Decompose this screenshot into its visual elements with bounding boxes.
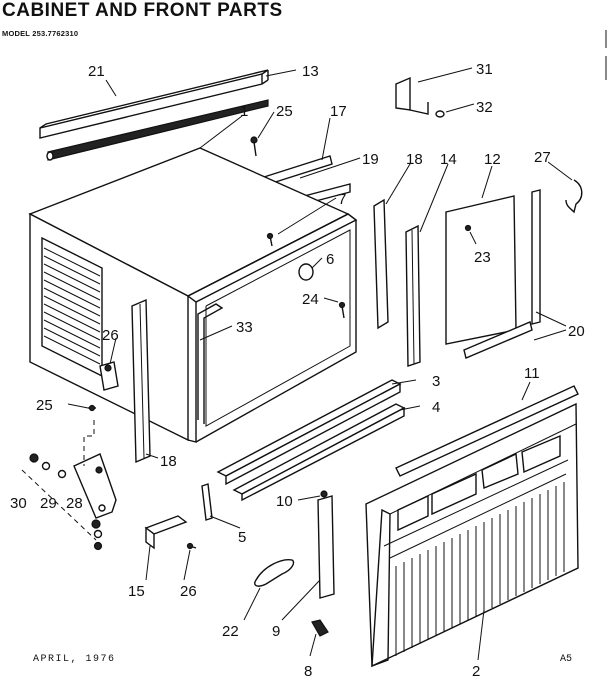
part-14-center-rail (405, 224, 421, 367)
part-9-control-panel (317, 495, 335, 599)
part-18-left-rail (131, 298, 151, 464)
callout-30: 30 (10, 495, 27, 512)
part-25-top-screw (250, 136, 258, 157)
part-28-side-bracket (73, 453, 117, 519)
callout-18-left: 18 (160, 453, 177, 470)
grille-louvers (395, 482, 565, 656)
part-24-screw (338, 301, 346, 319)
callout-1: 1 (240, 103, 248, 120)
callout-29: 29 (40, 495, 57, 512)
part-26-bracket-screw (99, 361, 119, 391)
callout-25-top: 25 (276, 103, 293, 120)
part-7-screw (266, 232, 274, 247)
part-20-angle-strip (463, 189, 541, 359)
part-4-louver-slide (232, 403, 406, 502)
part-6-grommet (298, 263, 314, 281)
callout-5: 5 (238, 529, 246, 546)
callout-4: 4 (432, 399, 440, 416)
callout-7: 7 (338, 191, 346, 208)
part-13-seal-strip (46, 99, 269, 161)
callout-28: 28 (66, 495, 83, 512)
callout-19: 19 (362, 151, 379, 168)
part-11-front-seal (395, 385, 579, 477)
part-10-pin (320, 490, 328, 498)
page-title: CABINET AND FRONT PARTS (2, 0, 283, 21)
part-2-front-grille (365, 402, 579, 668)
callout-23: 23 (474, 249, 491, 266)
callout-13: 13 (302, 63, 319, 80)
part-21-top-strip (39, 69, 269, 139)
footer-date: APRIL, 1976 (33, 654, 116, 665)
callout-26-lower: 26 (180, 583, 197, 600)
callout-3: 3 (432, 373, 440, 390)
callout-32: 32 (476, 99, 493, 116)
callout-26-left: 26 (102, 327, 119, 344)
leader-lines (67, 67, 573, 661)
callout-labels: 21 13 1 25 17 19 18 14 12 27 31 32 7 6 2… (10, 61, 585, 680)
callout-31: 31 (476, 61, 493, 78)
part-26-lower-screw (186, 542, 197, 550)
callout-12: 12 (484, 151, 501, 168)
callout-2: 2 (472, 663, 480, 680)
callout-24: 24 (302, 291, 319, 308)
callout-6: 6 (326, 251, 334, 268)
callout-18-right: 18 (406, 151, 423, 168)
part-27-clip (565, 179, 583, 214)
callout-21: 21 (88, 63, 105, 80)
part-32-screw (435, 110, 445, 118)
cabinet-side-louvers (41, 236, 103, 378)
callout-15: 15 (128, 583, 145, 600)
callout-11: 11 (524, 365, 540, 382)
part-3-louver-slide (216, 379, 402, 486)
part-31-bracket (395, 76, 429, 115)
part-22-handle (254, 559, 295, 587)
callout-10: 10 (276, 493, 293, 510)
model-number: MODEL 253.7762310 (2, 29, 79, 38)
sheet-code: A5 (560, 654, 573, 665)
part-30-29-nuts-washers (29, 453, 103, 551)
callout-22: 22 (222, 623, 239, 640)
part-12-panel (445, 195, 517, 345)
callout-9: 9 (272, 623, 280, 640)
callout-8: 8 (304, 663, 312, 680)
part-15-bracket (144, 515, 188, 550)
callout-25-left: 25 (36, 397, 53, 414)
callout-14: 14 (440, 151, 457, 168)
callout-27: 27 (534, 149, 551, 166)
part-18-right-rail (373, 198, 389, 330)
part-33-inner-frame (197, 303, 224, 424)
part-8-knob (311, 619, 329, 637)
part-25-screw (88, 404, 96, 412)
callout-20: 20 (568, 323, 585, 340)
callout-17: 17 (330, 103, 347, 120)
part-5-strip (201, 483, 213, 521)
callout-33: 33 (236, 319, 253, 336)
